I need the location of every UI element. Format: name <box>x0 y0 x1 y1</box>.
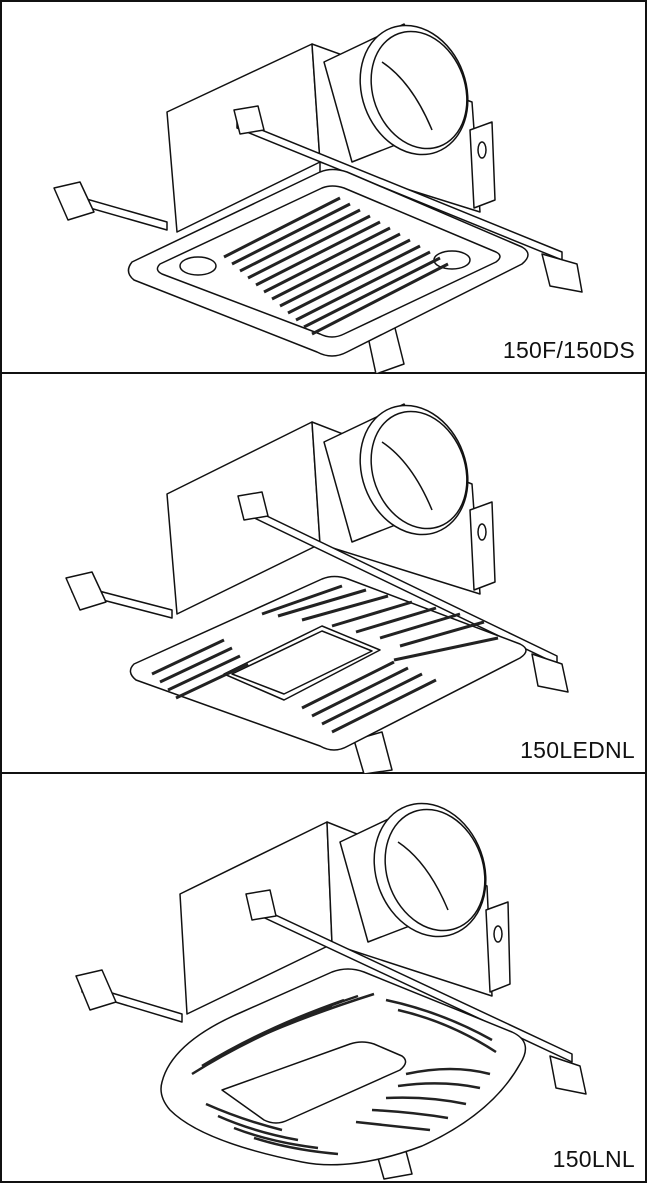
duct-opening <box>359 24 469 156</box>
panel-150lednl: 150LEDNL <box>2 374 645 774</box>
fan-illustration-150f <box>53 23 583 374</box>
hanger-bracket-top <box>233 105 265 135</box>
fan-illustration-150lnl <box>75 802 587 1180</box>
hanger-bracket-left <box>65 571 107 611</box>
duct-opening <box>359 404 469 536</box>
grille-slots <box>191 992 497 1156</box>
model-label: 150F/150DS <box>502 337 635 363</box>
hanger-bracket-top <box>237 491 269 521</box>
hanger-bracket-right <box>531 653 569 693</box>
panel-150lnl: 150LNL <box>2 774 645 1181</box>
hanger-bracket-bottom <box>353 731 393 774</box>
fan-illustration-150lednl <box>65 403 569 774</box>
hanger-bracket-right <box>549 1055 587 1095</box>
model-label: 150LEDNL <box>520 737 635 763</box>
duct-opening <box>373 802 487 938</box>
hanger-bracket-top <box>245 889 277 921</box>
square-grille <box>127 168 529 357</box>
led-lens <box>223 625 381 701</box>
hanger-bracket-left <box>53 181 95 221</box>
model-label: 150LNL <box>552 1146 635 1172</box>
grille-slots <box>223 196 449 336</box>
grille-slots <box>151 584 499 734</box>
panel-150f-150ds: 150F/150DS <box>2 2 645 374</box>
hanger-bracket-left <box>75 969 117 1011</box>
hanger-bracket-right <box>541 253 583 293</box>
light-lens <box>221 1041 407 1124</box>
